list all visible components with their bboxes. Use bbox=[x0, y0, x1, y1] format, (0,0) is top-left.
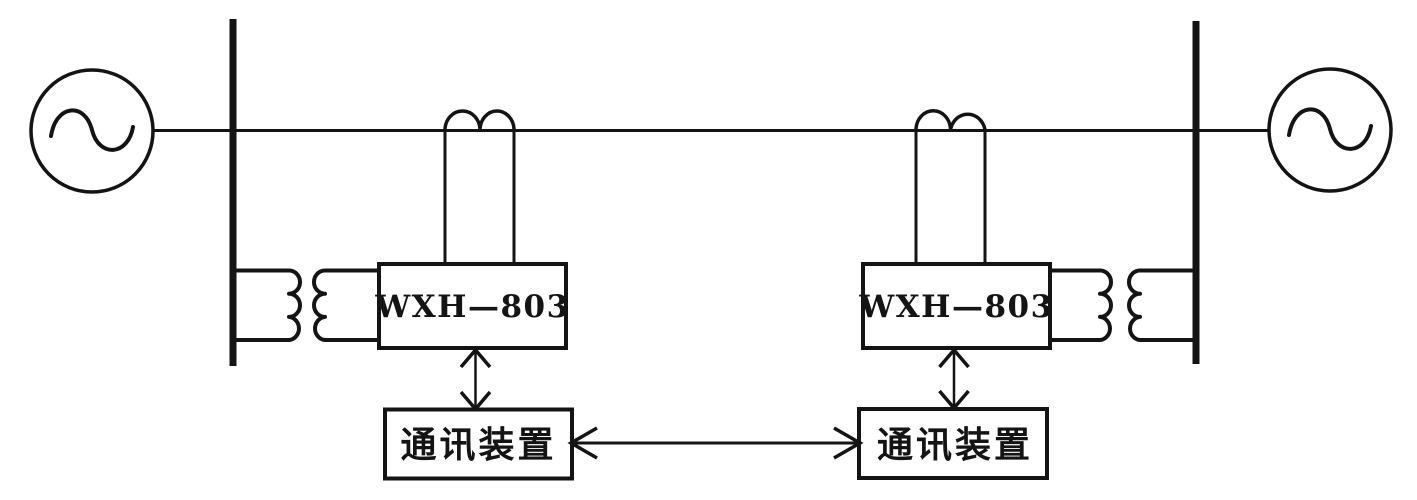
left-relay-device: WXH—803 bbox=[374, 262, 569, 350]
pt-winding bbox=[1127, 268, 1193, 342]
left-pt-icon bbox=[236, 268, 380, 342]
left-relay-comm-arrow bbox=[459, 347, 492, 412]
right-ct-icon bbox=[914, 109, 987, 264]
relay-box bbox=[377, 262, 568, 350]
left-ct-icon bbox=[443, 109, 516, 264]
comm-label: 通讯装置 bbox=[400, 425, 556, 466]
right-pt-icon bbox=[1049, 268, 1193, 342]
relay-box bbox=[861, 262, 1052, 350]
left-comm-device: 通讯装置 bbox=[383, 407, 574, 481]
comm-label: 通讯装置 bbox=[877, 425, 1033, 466]
comm-box bbox=[383, 407, 574, 481]
right-relay-device: WXH—803 bbox=[858, 262, 1053, 350]
left-generator-icon bbox=[29, 68, 155, 194]
right-comm-device: 通讯装置 bbox=[857, 407, 1049, 480]
arrow-head-left bbox=[567, 426, 598, 460]
sine-wave-icon bbox=[49, 108, 135, 152]
right-generator-icon bbox=[1267, 67, 1393, 193]
arrow-head-right bbox=[833, 426, 864, 460]
pt-winding bbox=[312, 268, 380, 342]
ct-humps bbox=[914, 109, 987, 131]
pt-winding bbox=[236, 268, 302, 342]
generator-circle bbox=[1267, 67, 1393, 193]
generator-circle bbox=[29, 68, 155, 194]
ct-humps bbox=[443, 109, 516, 131]
comm-channel-arrow bbox=[567, 426, 864, 460]
comm-box bbox=[857, 407, 1049, 480]
pt-winding bbox=[1049, 268, 1113, 342]
relay-label: WXH—803 bbox=[858, 289, 1053, 325]
right-relay-comm-arrow bbox=[938, 347, 970, 411]
arrow-head-up bbox=[938, 347, 970, 369]
arrow-head-up bbox=[459, 347, 492, 369]
relay-label: WXH—803 bbox=[374, 289, 569, 325]
sine-wave-icon bbox=[1287, 107, 1373, 151]
